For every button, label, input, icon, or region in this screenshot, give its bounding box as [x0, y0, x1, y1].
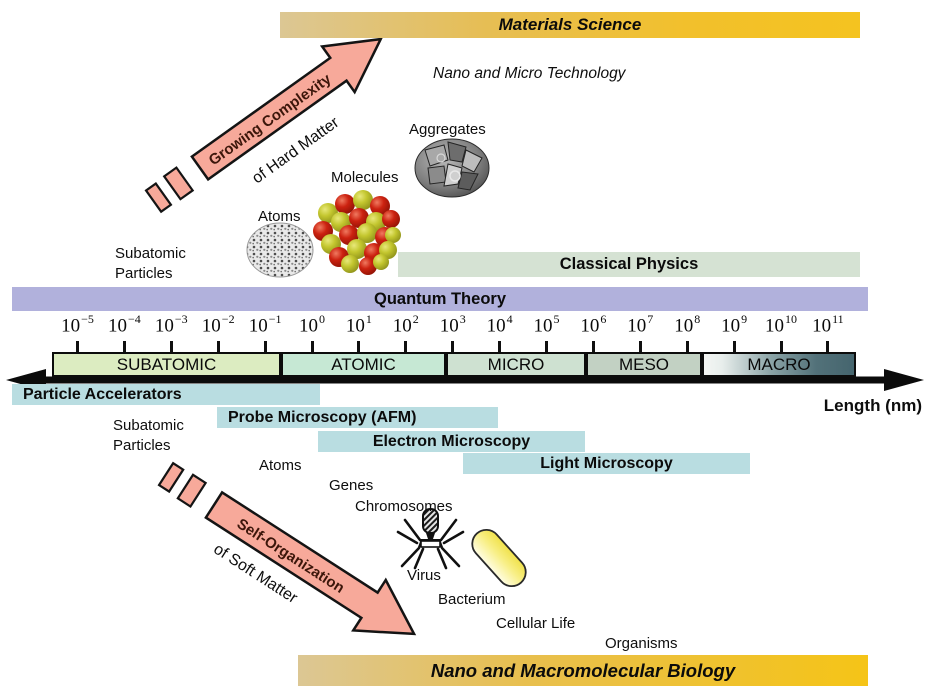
aggregates-image [414, 138, 490, 198]
tick-label-1e-4: 10−4 [108, 312, 141, 337]
particles-line1: Particles [115, 265, 173, 282]
tick-label-1e2: 102 [392, 312, 419, 337]
particle-accelerators-banner: Particle Accelerators [12, 384, 320, 405]
tick-mark [76, 341, 79, 353]
tick-mark [404, 341, 408, 353]
tick-label-1e7: 107 [627, 312, 654, 337]
tick-mark [591, 341, 595, 353]
tick-label-1e0: 100 [299, 312, 325, 337]
tick-mark [638, 341, 642, 353]
tick-label-1e-3: 10−3 [154, 312, 188, 337]
tick-label-1e1: 101 [345, 312, 372, 337]
particles-line2: Particles [113, 437, 171, 454]
biology-banner: Nano and Macromolecular Biology [298, 655, 868, 686]
tick-mark [685, 341, 689, 353]
tick-mark [216, 341, 220, 353]
tick-label-1e5: 105 [533, 312, 560, 337]
tick-mark [545, 341, 548, 353]
subatomic-line1: Subatomic [115, 245, 186, 262]
bacterium-label: Bacterium [438, 591, 506, 608]
atoms-top-label: Atoms [258, 208, 301, 225]
tick-mark [122, 341, 126, 353]
tick-label-1e-5: 10−5 [61, 312, 94, 337]
tick-label-1e11: 1011 [812, 312, 844, 337]
growing-complexity-text: Growing Complexity [206, 70, 335, 169]
tick-label-1e9: 109 [721, 312, 748, 337]
tick-label-1e8: 108 [674, 312, 701, 337]
molecules-image [313, 190, 401, 275]
tick-mark [310, 341, 314, 353]
length-axis-label: Length (nm) [823, 396, 922, 415]
cellular-life-label: Cellular Life [496, 615, 576, 632]
nano-micro-technology-label: Nano and Micro Technology [433, 65, 626, 82]
tick-label-1e-1: 10−1 [248, 312, 282, 337]
atoms-bottom-label: Atoms [259, 457, 302, 474]
atoms-image [246, 222, 314, 278]
probe-microscopy-banner: Probe Microscopy (AFM) [217, 407, 498, 428]
scale-segment-atomic: ATOMIC [281, 352, 446, 377]
tick-label-1e6: 106 [580, 312, 607, 337]
tick-mark [732, 341, 736, 353]
subatomic-particles-top-label: Subatomic Particles [115, 244, 186, 284]
scale-segment-meso: MESO [586, 352, 702, 377]
classical-physics-banner: Classical Physics [398, 252, 860, 277]
virus-label: Virus [407, 567, 441, 584]
scale-segment-macro: MACRO [702, 352, 856, 377]
quantum-theory-banner: Quantum Theory [12, 287, 868, 311]
electron-microscopy-banner: Electron Microscopy [318, 431, 585, 452]
virus-icon [396, 508, 465, 570]
self-organization-arrow: Self-Organization of Soft Matter [157, 461, 417, 636]
tick-mark [263, 341, 267, 353]
scale-segment-micro: MICRO [446, 352, 586, 377]
genes-label: Genes [329, 477, 374, 494]
organisms-label: Organisms [605, 635, 678, 652]
tick-label-1e4: 104 [486, 312, 513, 337]
tick-mark [357, 341, 361, 353]
tick-mark [779, 341, 783, 353]
self-organization-text: Self-Organization [234, 515, 348, 597]
tick-mark [451, 341, 455, 353]
tick-mark [498, 341, 502, 353]
subatomic-line2: Subatomic [113, 417, 184, 434]
chromosomes-label: Chromosomes [355, 498, 453, 515]
bacterium-icon [471, 528, 527, 588]
subatomic-particles-bottom-label: Subatomic Particles [113, 416, 184, 456]
tick-label-1e-2: 10−2 [201, 312, 235, 337]
light-microscopy-banner: Light Microscopy [463, 453, 750, 474]
materials-science-banner: Materials Science [280, 12, 860, 38]
tick-label-1e3: 103 [439, 312, 466, 337]
tick-label-1e10: 1010 [765, 312, 797, 337]
tick-mark [826, 341, 830, 353]
molecules-label: Molecules [331, 169, 399, 186]
aggregates-label: Aggregates [409, 121, 486, 138]
scale-segment-subatomic: SUBATOMIC [52, 352, 281, 377]
tick-mark [169, 341, 173, 353]
